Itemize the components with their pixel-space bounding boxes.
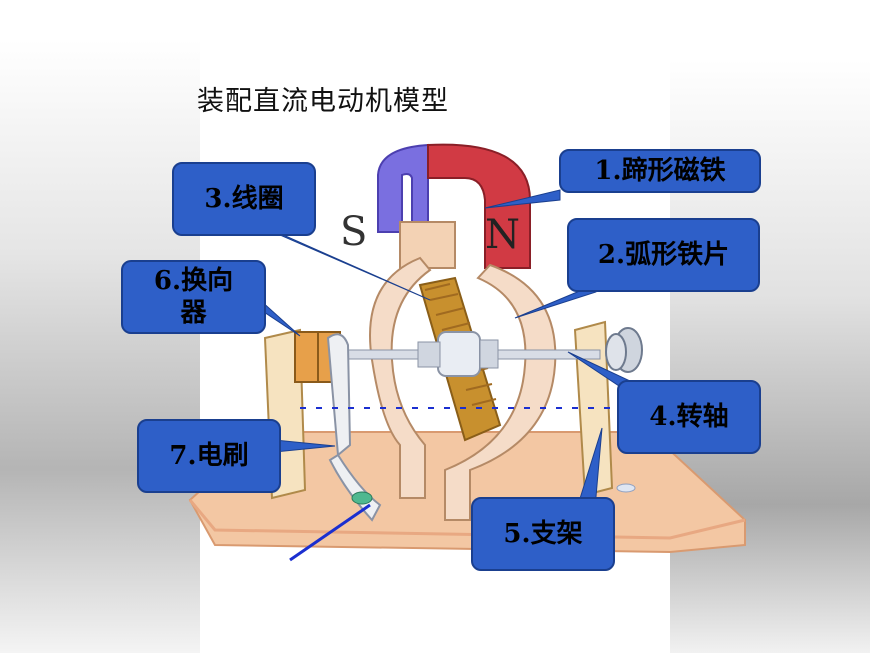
arc-iron-right <box>444 263 557 521</box>
pointer-commutator <box>258 298 301 337</box>
pointer-magnet <box>484 189 561 209</box>
label-magnet: 1.蹄形磁铁 <box>559 149 761 193</box>
page-title: 装配直流电动机模型 <box>197 86 449 117</box>
arc-iron-left <box>369 256 432 499</box>
label-arc-iron: 2.弧形铁片 <box>567 218 760 292</box>
label-shaft: 4.转轴 <box>617 380 761 454</box>
label-support: 5.支架 <box>471 497 615 571</box>
horseshoe-magnet: S N <box>340 143 531 269</box>
landscape-left <box>0 40 200 653</box>
wire <box>289 503 371 562</box>
south-pole-label: S <box>340 209 367 255</box>
north-pole-label: N <box>485 212 520 258</box>
label-brush: 7.电刷 <box>137 419 281 493</box>
label-commutator: 6.换向器 <box>121 260 266 334</box>
brush-front <box>326 333 352 457</box>
label-coil: 3.线圈 <box>172 162 316 236</box>
